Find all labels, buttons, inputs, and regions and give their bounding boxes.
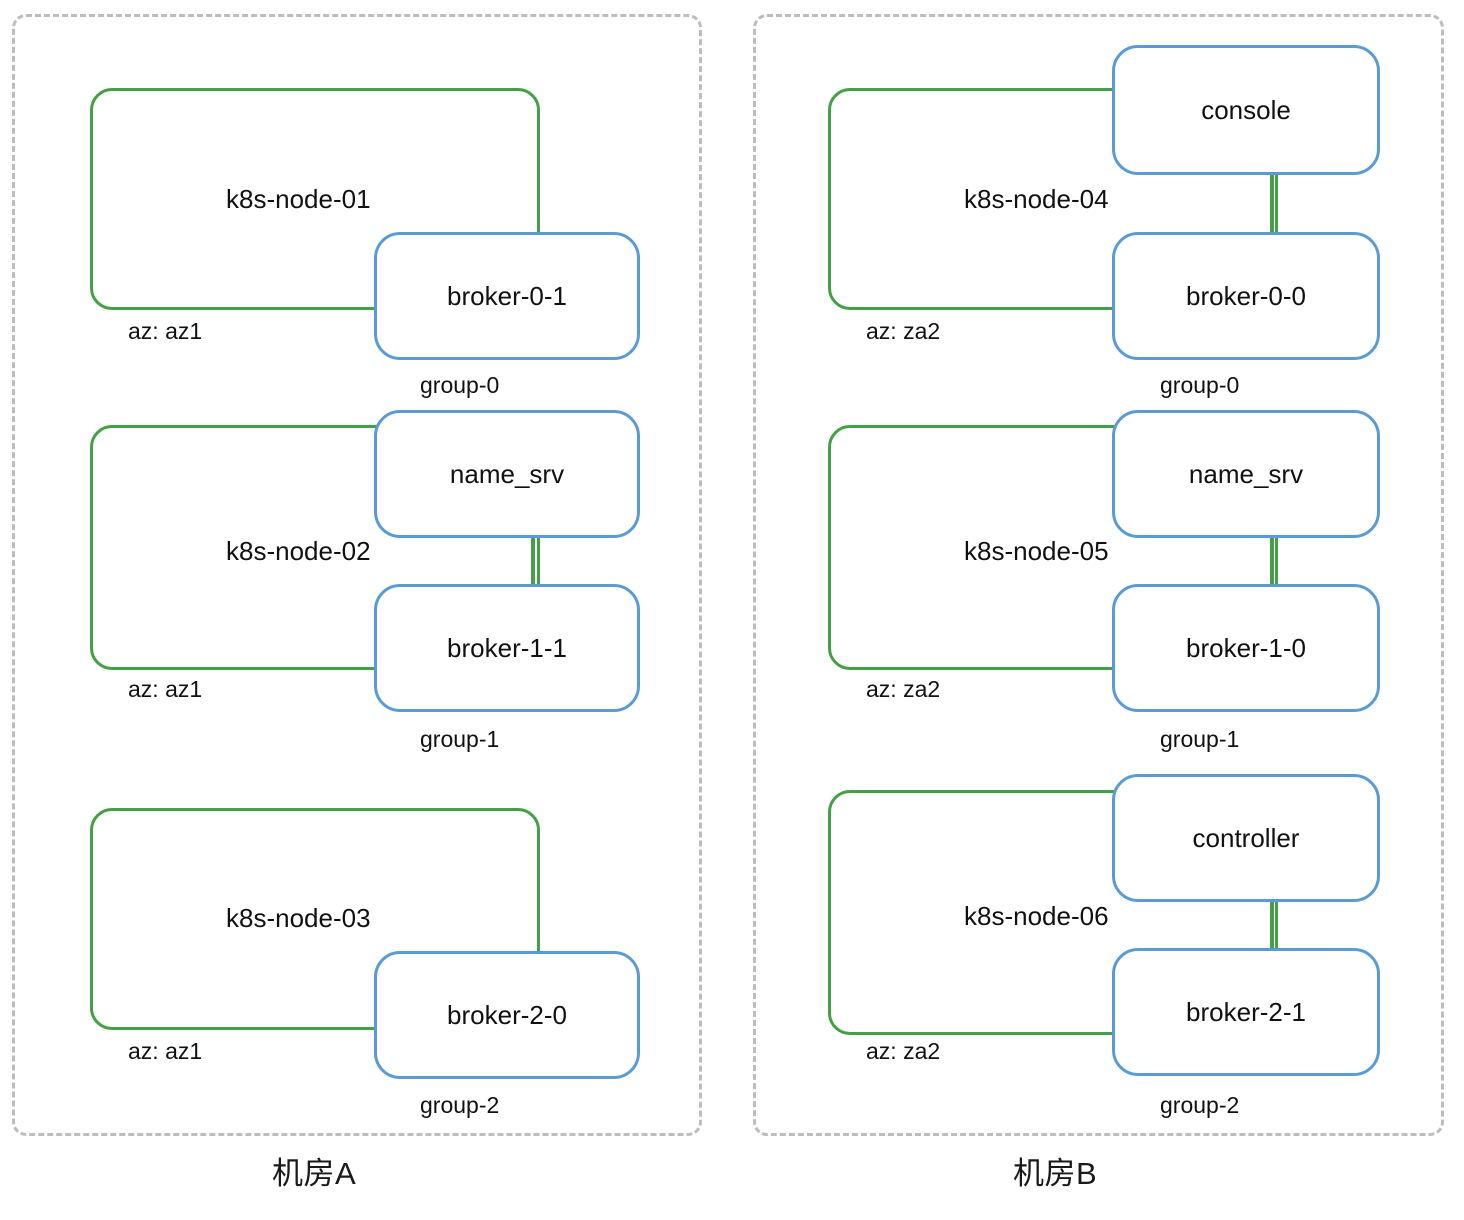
k8s-node-05-az-label: az: za2 — [866, 676, 941, 702]
pod-broker-2-1-label: broker-2-1 — [1186, 996, 1306, 1027]
k8s-node-01-az-label: az: az1 — [128, 318, 203, 344]
pod-console-label: console — [1201, 94, 1291, 125]
connector-node-06 — [1270, 898, 1274, 954]
k8s-node-06-label: k8s-node-06 — [964, 901, 1109, 931]
connector-node-02 — [531, 534, 535, 588]
pod-broker-1-0[interactable]: broker-1-0 — [1112, 584, 1380, 712]
datacenter-b-caption: 机房B — [1013, 1156, 1098, 1191]
pod-console[interactable]: console — [1112, 45, 1380, 175]
pod-broker-0-0-label: broker-0-0 — [1186, 280, 1306, 311]
k8s-node-04-az-label: az: za2 — [866, 318, 941, 344]
pod-broker-2-0-label: broker-2-0 — [447, 999, 567, 1030]
pod-broker-1-1[interactable]: broker-1-1 — [374, 584, 640, 712]
k8s-node-06-az-label: az: za2 — [866, 1038, 941, 1064]
pod-name-srv-b[interactable]: name_srv — [1112, 410, 1380, 538]
group-label-0-a: group-0 — [420, 372, 500, 398]
pod-broker-2-1[interactable]: broker-2-1 — [1112, 948, 1380, 1076]
datacenter-a-caption: 机房A — [272, 1156, 357, 1191]
k8s-node-01-label: k8s-node-01 — [226, 184, 371, 214]
connector-node-05 — [1270, 534, 1274, 588]
k8s-node-02-label: k8s-node-02 — [226, 536, 371, 566]
group-label-2-b: group-2 — [1160, 1092, 1240, 1118]
connector-node-04 — [1270, 172, 1274, 234]
k8s-node-04-label: k8s-node-04 — [964, 184, 1109, 214]
pod-name-srv-a[interactable]: name_srv — [374, 410, 640, 538]
pod-controller[interactable]: controller — [1112, 774, 1380, 902]
pod-controller-label: controller — [1192, 822, 1300, 853]
pod-name-srv-b-label: name_srv — [1188, 458, 1304, 489]
k8s-node-02-az-label: az: az1 — [128, 676, 203, 702]
k8s-node-03-az-label: az: az1 — [128, 1038, 203, 1064]
group-label-1-a: group-1 — [420, 726, 500, 752]
pod-broker-2-0[interactable]: broker-2-0 — [374, 951, 640, 1079]
group-label-2-a: group-2 — [420, 1092, 500, 1118]
group-label-1-b: group-1 — [1160, 726, 1240, 752]
pod-broker-0-1-label: broker-0-1 — [447, 280, 567, 311]
pod-broker-0-0[interactable]: broker-0-0 — [1112, 232, 1380, 360]
pod-broker-1-0-label: broker-1-0 — [1186, 632, 1306, 663]
pod-broker-0-1[interactable]: broker-0-1 — [374, 232, 640, 360]
pod-name-srv-a-label: name_srv — [449, 458, 565, 489]
group-label-0-b: group-0 — [1160, 372, 1240, 398]
k8s-node-03-label: k8s-node-03 — [226, 903, 371, 933]
datacenter-b-container — [753, 14, 1444, 1136]
datacenter-a-container — [12, 14, 702, 1136]
k8s-node-05-label: k8s-node-05 — [964, 536, 1109, 566]
pod-broker-1-1-label: broker-1-1 — [447, 632, 567, 663]
